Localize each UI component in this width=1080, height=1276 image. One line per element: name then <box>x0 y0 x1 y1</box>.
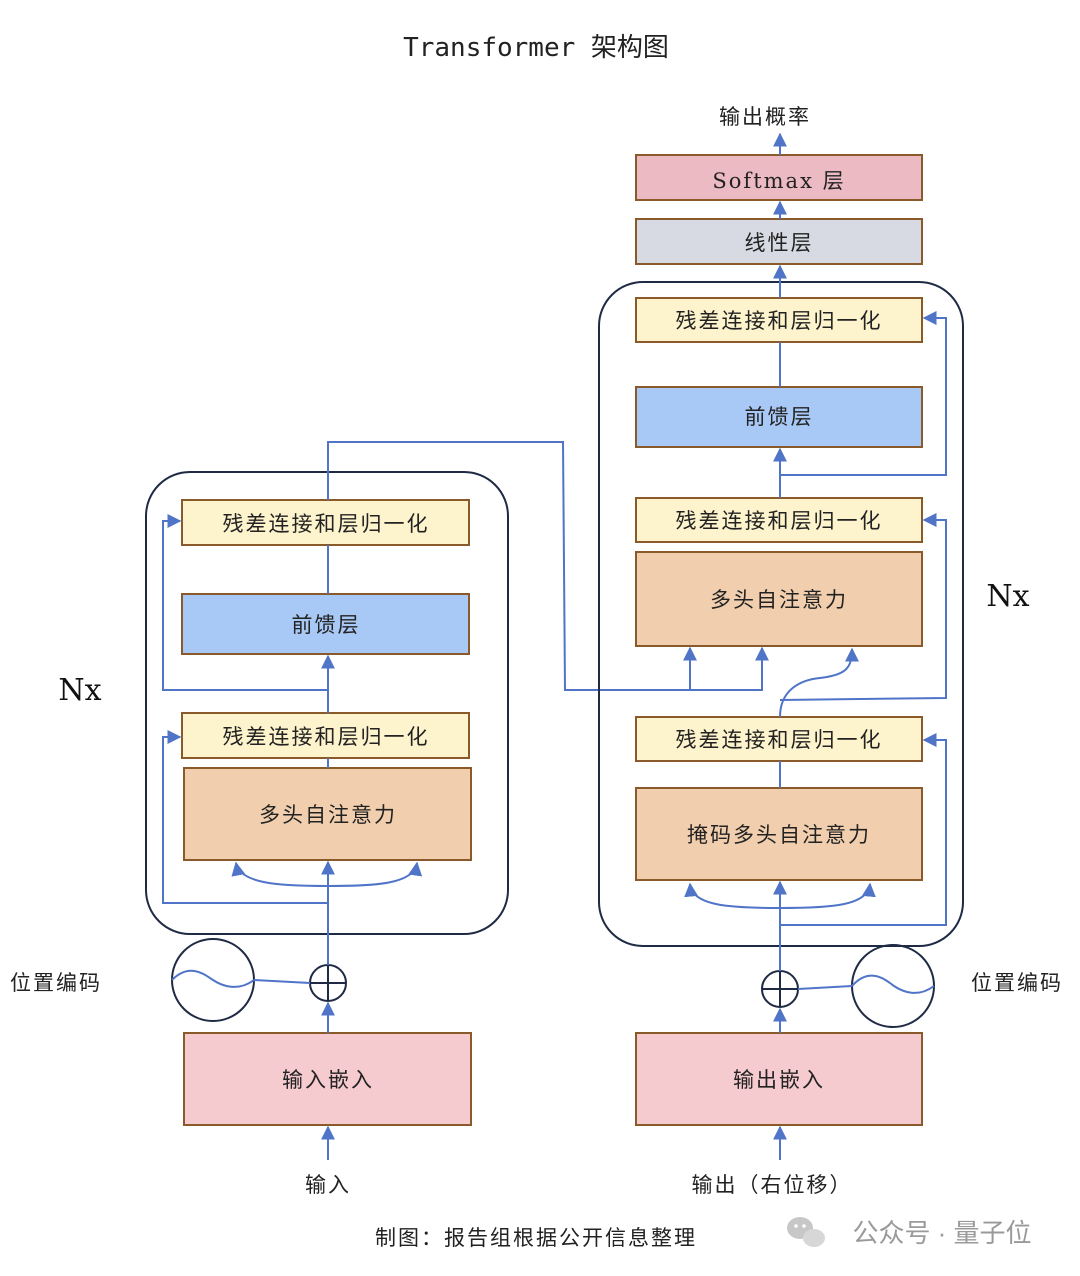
encoder-add-operator-icon <box>309 964 347 1002</box>
encoder-feed-forward-box <box>181 593 470 655</box>
encoder-input-label: 输入 <box>305 1173 351 1197</box>
encoder-add-norm-top-label: 残差连接和层归一化 <box>223 512 430 536</box>
decoder-cross-attention-label: 多头自注意力 <box>710 588 848 612</box>
source-note: 制图：报告组根据公开信息整理 <box>375 1226 697 1250</box>
decoder-feed-forward-box <box>635 386 923 448</box>
encoder-add-norm-bottom-label: 残差连接和层归一化 <box>223 725 430 749</box>
decoder-embedding-label: 输出嵌入 <box>733 1068 825 1092</box>
decoder-add-norm-top-label: 残差连接和层归一化 <box>676 309 883 333</box>
watermark-text: 公众号 · 量子位 <box>852 1218 1031 1248</box>
decoder-masked-attention-label: 掩码多头自注意力 <box>687 823 871 847</box>
encoder-attention-box <box>183 767 472 861</box>
encoder-embedding-box <box>183 1032 472 1126</box>
encoder-positional-encoding-label: 位置编码 <box>10 971 102 995</box>
decoder-output-probabilities-label: 输出概率 <box>719 105 811 129</box>
encoder-add-norm-bottom-box <box>181 712 470 759</box>
decoder-positional-encoding-icon <box>851 944 935 1028</box>
linear-layer-label: 线性层 <box>745 231 814 255</box>
decoder-input-label: 输出（右位移） <box>692 1173 853 1197</box>
encoder-positional-encoding-icon <box>171 938 255 1022</box>
decoder-connections <box>684 132 947 1160</box>
encoder-attention-label: 多头自注意力 <box>259 803 397 827</box>
diagram-title: Transformer 架构图 <box>403 33 669 63</box>
decoder-repeat-label: Nx <box>986 579 1029 614</box>
decoder-embedding-box <box>635 1032 923 1126</box>
decoder-positional-encoding-label: 位置编码 <box>971 971 1063 995</box>
decoder-cross-attention-box <box>635 551 923 647</box>
wechat-icon <box>787 1217 825 1247</box>
decoder-add-norm-bottom-label: 残差连接和层归一化 <box>676 728 883 752</box>
decoder-add-norm-mid-label: 残差连接和层归一化 <box>676 509 883 533</box>
decoder-add-operator-icon <box>761 970 799 1008</box>
decoder-add-norm-bottom-box <box>635 716 923 762</box>
encoder-connections <box>162 441 769 1160</box>
linear-layer-box <box>635 218 923 265</box>
decoder-add-norm-top-box <box>635 297 923 343</box>
decoder-feed-forward-label: 前馈层 <box>745 405 814 429</box>
encoder-add-norm-top-box <box>181 499 470 546</box>
encoder-feed-forward-label: 前馈层 <box>292 613 361 637</box>
encoder-repeat-label: Nx <box>58 673 101 708</box>
softmax-layer-label: Softmax 层 <box>712 169 845 193</box>
encoder-embedding-label: 输入嵌入 <box>282 1068 374 1092</box>
decoder-masked-attention-box <box>635 787 923 881</box>
